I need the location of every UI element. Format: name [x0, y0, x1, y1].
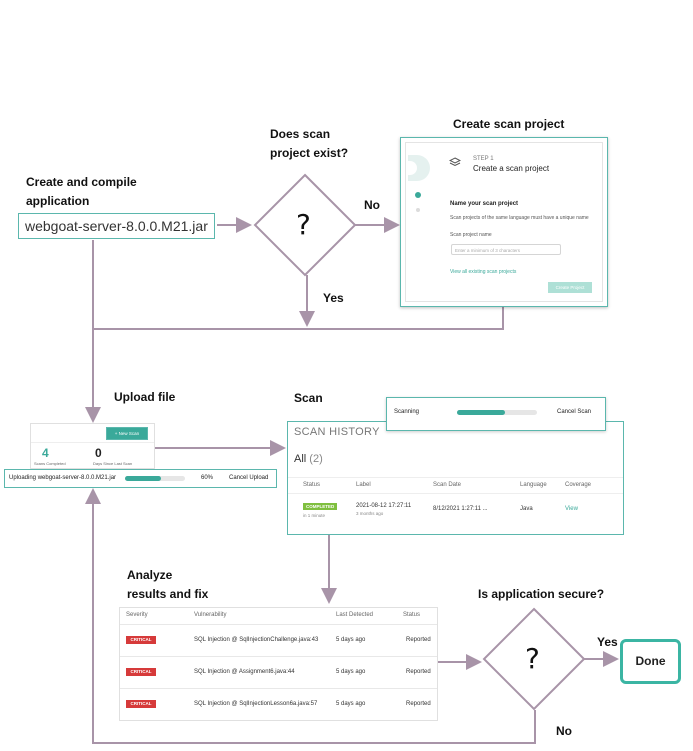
- upload-filename: Uploading webgoat-server-8.0.0.M21.jar: [9, 475, 117, 481]
- decision-secure-diamond: [482, 607, 586, 711]
- cancel-scan-button[interactable]: Cancel Scan: [557, 409, 592, 415]
- edge-label-no-2: No: [556, 724, 572, 738]
- decision1-question-mark: ?: [296, 208, 311, 241]
- last-detected: 5 days ago: [336, 669, 366, 675]
- last-detected: 5 days ago: [336, 637, 366, 643]
- upload-progress-fill: [125, 476, 161, 481]
- scanning-label: Scanning: [394, 409, 420, 415]
- decision2-question-mark: ?: [525, 642, 540, 675]
- view-existing-projects-link[interactable]: View all existing scan projects: [450, 269, 517, 275]
- step-title: Create a scan project: [473, 164, 550, 173]
- vulnerability-name: SQL Injection @ SqlInjectionChallenge.ja…: [194, 637, 319, 643]
- edge-label-yes-1: Yes: [323, 291, 344, 305]
- coverage-view-link[interactable]: View: [565, 506, 578, 512]
- vulnerability-results-table: Severity Vulnerability Last Detected Sta…: [119, 607, 438, 721]
- label-scan: Scan: [294, 391, 323, 405]
- upload-card-divider: [31, 442, 154, 443]
- create-scan-project-card: STEP 1 Create a scan project Name your s…: [400, 137, 608, 307]
- upload-stats-card: + New Scan 4 Scans Completed 0 Days Sinc…: [30, 423, 155, 469]
- vulnerability-name: SQL Injection @ SqlInjectionLesson6a.jav…: [194, 701, 318, 707]
- name-heading: Name your scan project: [450, 201, 519, 207]
- scan-label: 2021-08-12 17:27:11: [356, 503, 412, 509]
- scanning-progress-track: [457, 410, 537, 415]
- days-since-value: 0: [95, 446, 102, 460]
- name-hint: Scan projects of the same language must …: [450, 215, 589, 221]
- vulnerability-name: SQL Injection @ Assignment6.java:44: [194, 669, 295, 675]
- step-dot-inactive: [416, 208, 420, 212]
- scan-history-title: SCAN HISTORY: [294, 426, 380, 438]
- step-number: STEP 1: [473, 156, 494, 162]
- status-sub: in 1 minute: [303, 513, 326, 518]
- label-create-scan-project: Create scan project: [453, 117, 565, 131]
- label-analyze: Analyze results and fix: [127, 568, 209, 601]
- upload-progress-bar: Uploading webgoat-server-8.0.0.M21.jar 6…: [4, 469, 277, 488]
- row-status: Reported: [406, 637, 431, 643]
- jar-file-box: webgoat-server-8.0.0.M21.jar: [18, 213, 215, 239]
- step-dot-active: [415, 192, 421, 198]
- history-header-bottom-rule: [288, 493, 623, 494]
- table-row[interactable]: CRITICAL SQL Injection @ SqlInjectionCha…: [120, 624, 437, 656]
- results-header-last-detected: Last Detected: [336, 612, 374, 618]
- scan-project-name-input[interactable]: Enter a minimum of 3 characters: [451, 244, 561, 255]
- layers-icon: [449, 157, 461, 167]
- history-header-coverage: Coverage: [565, 482, 592, 488]
- decision-scan-project-diamond: [253, 173, 357, 277]
- severity-badge: CRITICAL: [126, 700, 156, 708]
- history-header-scan-date: Scan Date: [433, 482, 462, 488]
- scanning-progress-popup: Scanning Cancel Scan: [386, 397, 606, 431]
- line-create-merge: [93, 307, 504, 330]
- scan-date: 8/12/2021 1:27:11 ...: [433, 506, 488, 512]
- scans-completed-label: Scans Completed: [34, 461, 66, 466]
- row-status: Reported: [406, 701, 431, 707]
- label-upload-file: Upload file: [114, 390, 176, 404]
- results-header-vulnerability: Vulnerability: [194, 612, 227, 618]
- results-header-severity: Severity: [126, 612, 148, 618]
- label-create-compile: Create and compile application: [26, 175, 137, 208]
- create-card-inner: STEP 1 Create a scan project Name your s…: [405, 142, 603, 302]
- scans-completed-value: 4: [42, 446, 49, 460]
- table-row[interactable]: CRITICAL SQL Injection @ SqlInjectionLes…: [120, 688, 437, 720]
- table-row[interactable]: CRITICAL SQL Injection @ Assignment6.jav…: [120, 656, 437, 688]
- history-header-top-rule: [288, 477, 623, 478]
- scan-label-sub: 3 months ago: [356, 511, 384, 516]
- last-detected: 5 days ago: [336, 701, 366, 707]
- done-terminal-box: Done: [620, 639, 681, 684]
- create-project-button[interactable]: Create Project: [548, 282, 592, 293]
- history-header-label: Label: [356, 482, 371, 488]
- scanning-progress-fill: [457, 410, 505, 415]
- cancel-upload-button[interactable]: Cancel Upload: [229, 475, 269, 481]
- label-is-application-secure: Is application secure?: [478, 587, 605, 601]
- edge-label-yes-2: Yes: [597, 635, 618, 649]
- arrow-no-loop-back: [85, 488, 536, 744]
- severity-badge: CRITICAL: [126, 636, 156, 644]
- history-header-status: Status: [303, 482, 321, 488]
- edge-label-no-1: No: [364, 198, 380, 212]
- step-progress-ring: [408, 155, 430, 181]
- upload-progress-track: [125, 476, 185, 481]
- upload-percent: 60%: [201, 475, 214, 481]
- days-since-label: Days Since Last Scan: [93, 461, 133, 466]
- history-header-language: Language: [520, 482, 547, 488]
- scan-history-card: SCAN HISTORY All (2) Status Label Scan D…: [287, 421, 624, 535]
- scan-filter-all[interactable]: All (2): [294, 453, 323, 465]
- row-status: Reported: [406, 669, 431, 675]
- severity-badge: CRITICAL: [126, 668, 156, 676]
- results-header-status: Status: [403, 612, 421, 618]
- label-does-scan-project-exist: Does scan project exist?: [270, 127, 349, 160]
- new-scan-button[interactable]: + New Scan: [106, 427, 148, 440]
- scan-language: Java: [520, 506, 533, 512]
- field-label: Scan project name: [450, 232, 492, 238]
- status-badge: COMPLETED: [303, 503, 338, 510]
